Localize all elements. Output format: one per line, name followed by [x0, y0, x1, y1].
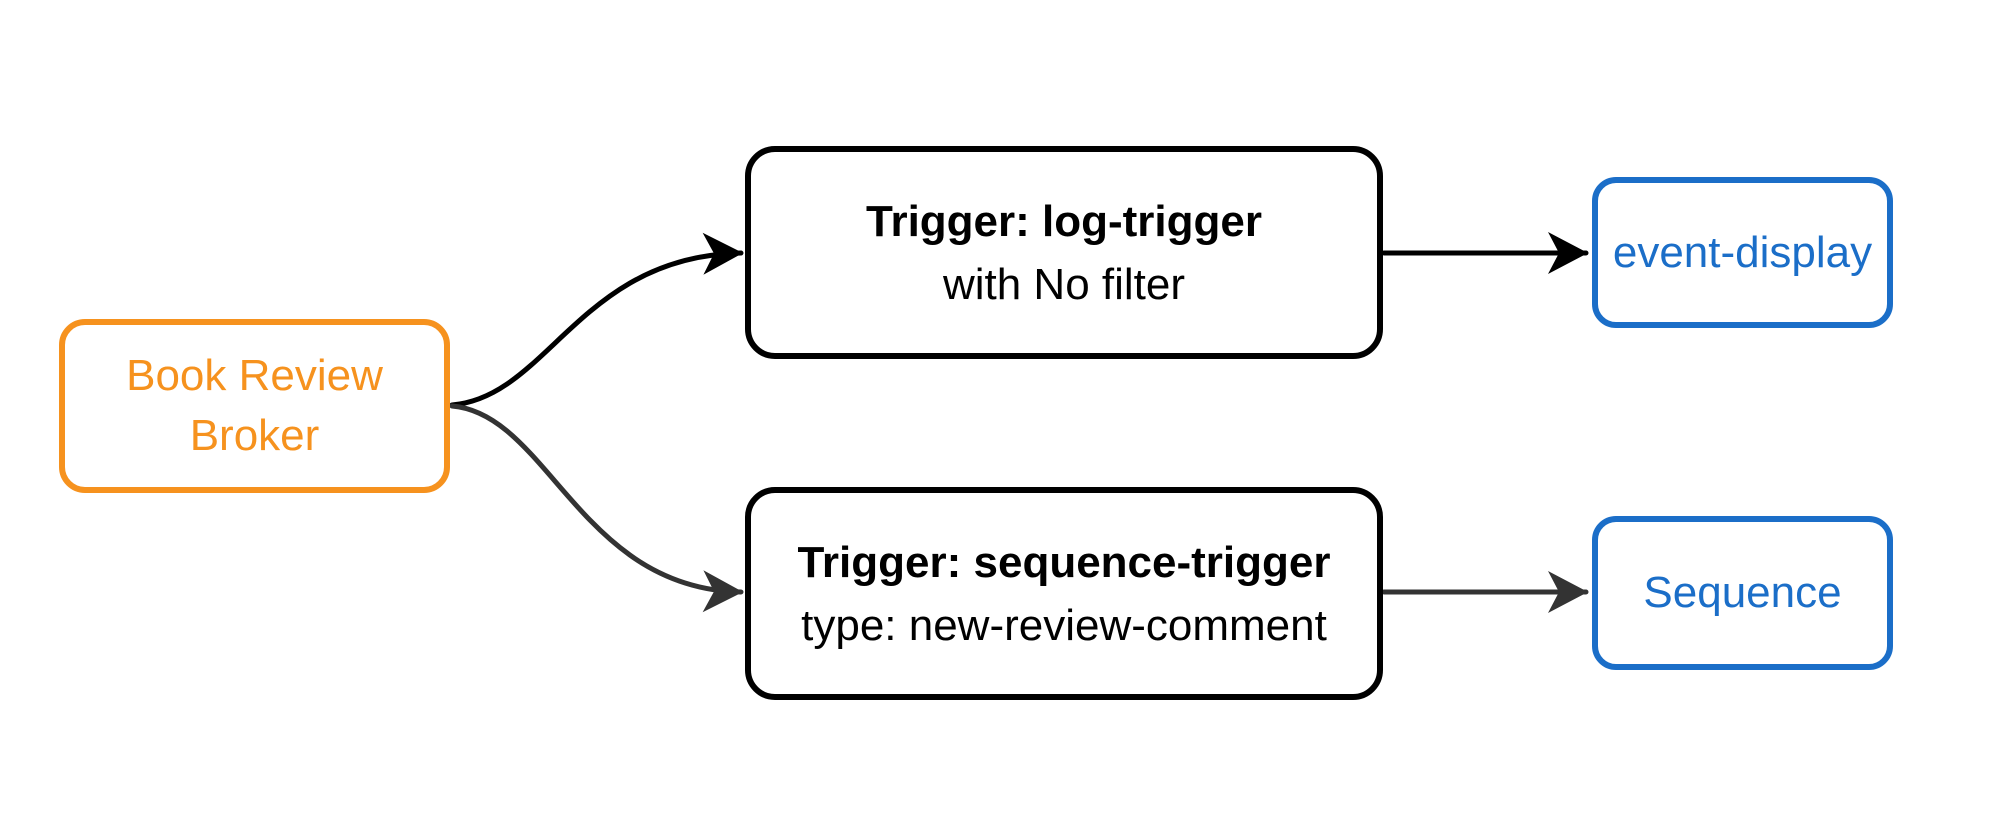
node-book-review-broker: Book Review Broker — [59, 319, 450, 493]
edge-broker-to-log-trigger — [449, 232, 744, 408]
node-log-trigger: Trigger: log-trigger with No filter — [745, 146, 1383, 359]
sequence-trigger-title: Trigger: sequence-trigger — [797, 537, 1331, 587]
event-display-label: event-display — [1612, 227, 1873, 277]
log-trigger-subtitle: with No filter — [942, 259, 1186, 309]
node-event-display: event-display — [1592, 177, 1893, 328]
log-trigger-title: Trigger: log-trigger — [866, 196, 1262, 246]
node-sequence-trigger: Trigger: sequence-trigger type: new-revi… — [745, 487, 1383, 700]
edge-broker-to-sequence-trigger — [449, 403, 744, 613]
sequence-label: Sequence — [1643, 568, 1842, 617]
broker-label: Book Review Broker — [126, 351, 383, 460]
node-sequence: Sequence — [1592, 516, 1893, 670]
sequence-trigger-subtitle: type: new-review-comment — [801, 600, 1327, 650]
